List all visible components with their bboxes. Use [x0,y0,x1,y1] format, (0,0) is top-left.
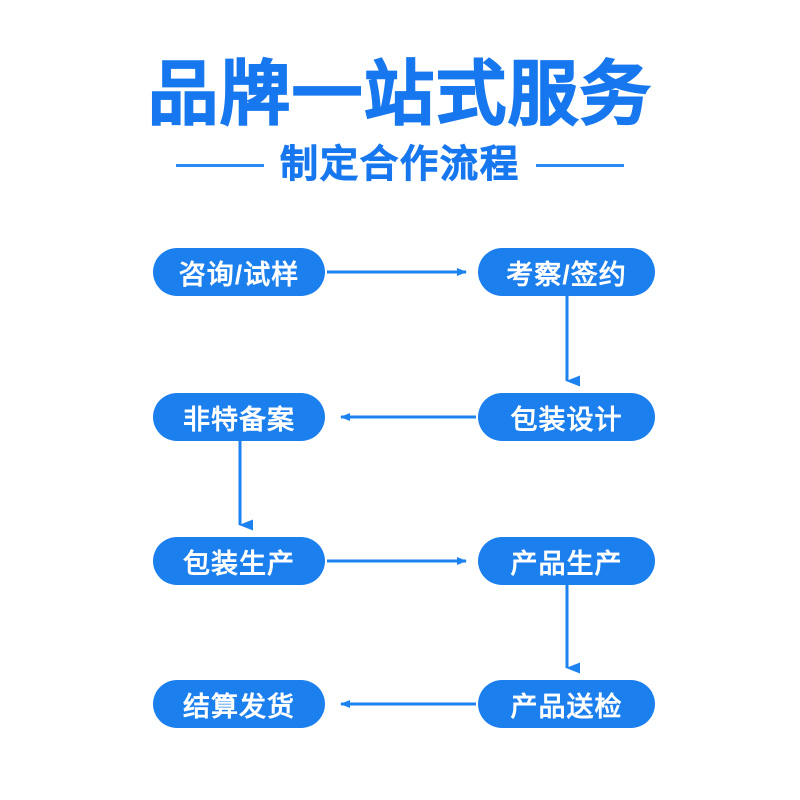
subtitle-rule-left-icon [175,163,264,167]
flow-node-settlement-shipping[interactable]: 结算发货 [153,680,325,728]
flow-node-nonspecial-filing[interactable]: 非特备案 [153,393,325,441]
poster-header: 品牌一站式服务 制定合作流程 [0,52,800,188]
flow-node-packaging-production[interactable]: 包装生产 [153,537,325,585]
flow-node-consult-sample[interactable]: 咨询/试样 [153,248,325,296]
subtitle: 制定合作流程 [279,144,520,187]
flow-node-product-inspection[interactable]: 产品送检 [478,680,655,728]
subtitle-row: 制定合作流程 [0,142,800,188]
flow-node-packaging-design[interactable]: 包装设计 [478,393,655,441]
subtitle-rule-right-icon [536,163,624,167]
flow-node-product-production[interactable]: 产品生产 [478,537,655,585]
flow-node-visit-contract[interactable]: 考察/签约 [478,248,655,296]
main-title: 品牌一站式服务 [147,54,652,134]
